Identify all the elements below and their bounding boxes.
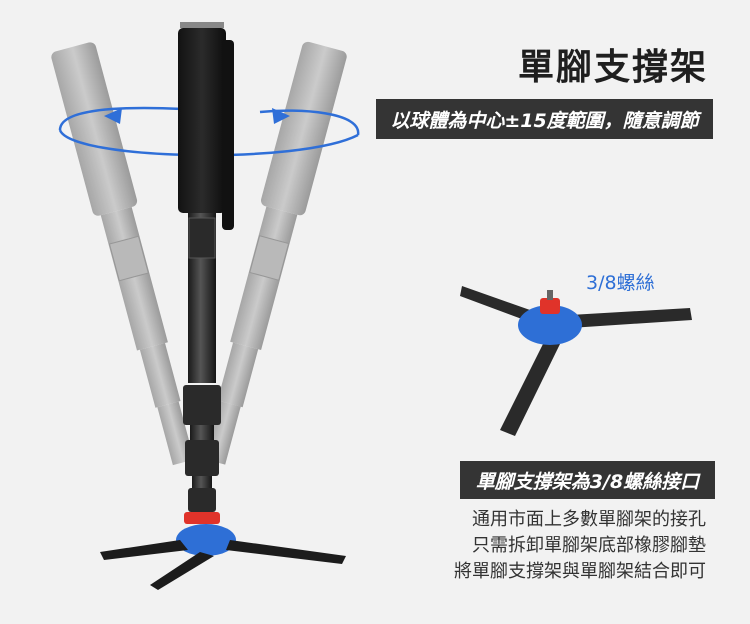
mini-tripod-detail: [460, 286, 692, 436]
arrow-head-right: [272, 108, 290, 124]
ghost-monopod-right: [203, 41, 347, 465]
description-line: 只需拆卸單腳架底部橡膠腳墊: [472, 535, 706, 556]
ghost-monopod-left: [51, 42, 195, 466]
thread-label: 3/8螺絲: [586, 272, 655, 294]
main-monopod: [100, 22, 346, 590]
feature-bar: 單腳支撐架為3/8螺絲接口: [460, 461, 715, 499]
subtitle-bar: 以球體為中心±15度範圍，隨意調節: [376, 99, 713, 139]
description-line: 將單腳支撐架與單腳架結合即可: [454, 561, 706, 582]
description-line: 通用市面上多數單腳架的接孔: [472, 509, 706, 530]
description: 通用市面上多數單腳架的接孔 只需拆卸單腳架底部橡膠腳墊 將單腳支撐架與單腳架結合…: [454, 507, 706, 585]
arrow-head-left: [104, 108, 122, 124]
page-title: 單腳支撐架: [517, 47, 708, 88]
